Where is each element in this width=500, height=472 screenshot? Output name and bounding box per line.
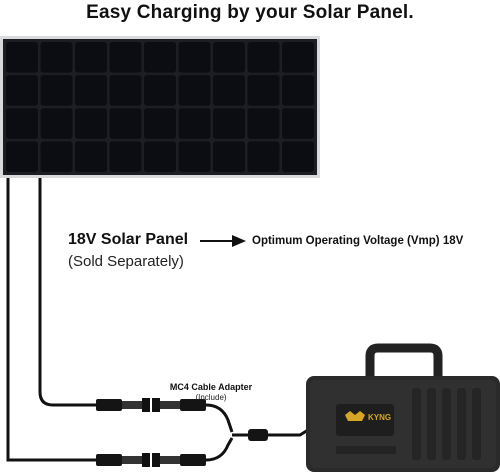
adapter-label: MC4 Cable Adapter (169, 382, 253, 392)
solar-cell (75, 75, 107, 106)
solar-cell (213, 75, 245, 106)
solar-cell (247, 108, 280, 139)
headline: Easy Charging by your Solar Panel. (86, 2, 414, 23)
solar-cell (247, 42, 280, 73)
solar-cell (109, 108, 142, 139)
solar-cell (178, 108, 211, 139)
solar-cell (282, 75, 314, 106)
adapter-cable (205, 403, 309, 462)
solar-cell (144, 108, 176, 139)
brand-label: KYNG (368, 413, 391, 422)
station-rib (472, 388, 481, 460)
solar-cell (109, 42, 142, 73)
adapter-note: (Include) (195, 393, 227, 402)
station-rib (442, 388, 451, 460)
solar-cell (109, 141, 142, 172)
solar-cell (247, 141, 280, 172)
solar-cell (6, 42, 38, 73)
solar-panel-icon (0, 36, 320, 178)
panel-cables (6, 178, 98, 462)
voltage-label: Optimum Operating Voltage (Vmp) 18V (252, 235, 464, 247)
mc4-connector-icon (96, 398, 206, 412)
solar-cell (213, 108, 245, 139)
solar-cell (144, 42, 176, 73)
station-rib (427, 388, 436, 460)
mc4-connector-icon (96, 453, 206, 467)
solar-cell (40, 75, 73, 106)
panel-note: (Sold Separately) (68, 253, 184, 270)
solar-cell (282, 42, 314, 73)
barrel-plug (248, 429, 268, 441)
solar-cell (247, 75, 280, 106)
arrow-right-icon (200, 235, 246, 247)
solar-cell (75, 42, 107, 73)
solar-cell (144, 75, 176, 106)
solar-cell (6, 75, 38, 106)
solar-cell (6, 108, 38, 139)
solar-cell (75, 141, 107, 172)
solar-cell (178, 42, 211, 73)
solar-cell (213, 141, 245, 172)
solar-cell (282, 108, 314, 139)
solar-cell (75, 108, 107, 139)
solar-cell (213, 42, 245, 73)
solar-cell (282, 141, 314, 172)
station-rib (457, 388, 466, 460)
solar-cell (109, 75, 142, 106)
panel-label: 18V Solar Panel (68, 231, 189, 248)
solar-cell (6, 141, 38, 172)
power-station-icon: KYNG (306, 343, 500, 472)
solar-cell (144, 141, 176, 172)
station-rib (412, 388, 421, 460)
solar-cell (178, 141, 211, 172)
solar-cell (178, 75, 211, 106)
solar-cell (40, 42, 73, 73)
solar-cell (40, 141, 73, 172)
solar-cell (40, 108, 73, 139)
